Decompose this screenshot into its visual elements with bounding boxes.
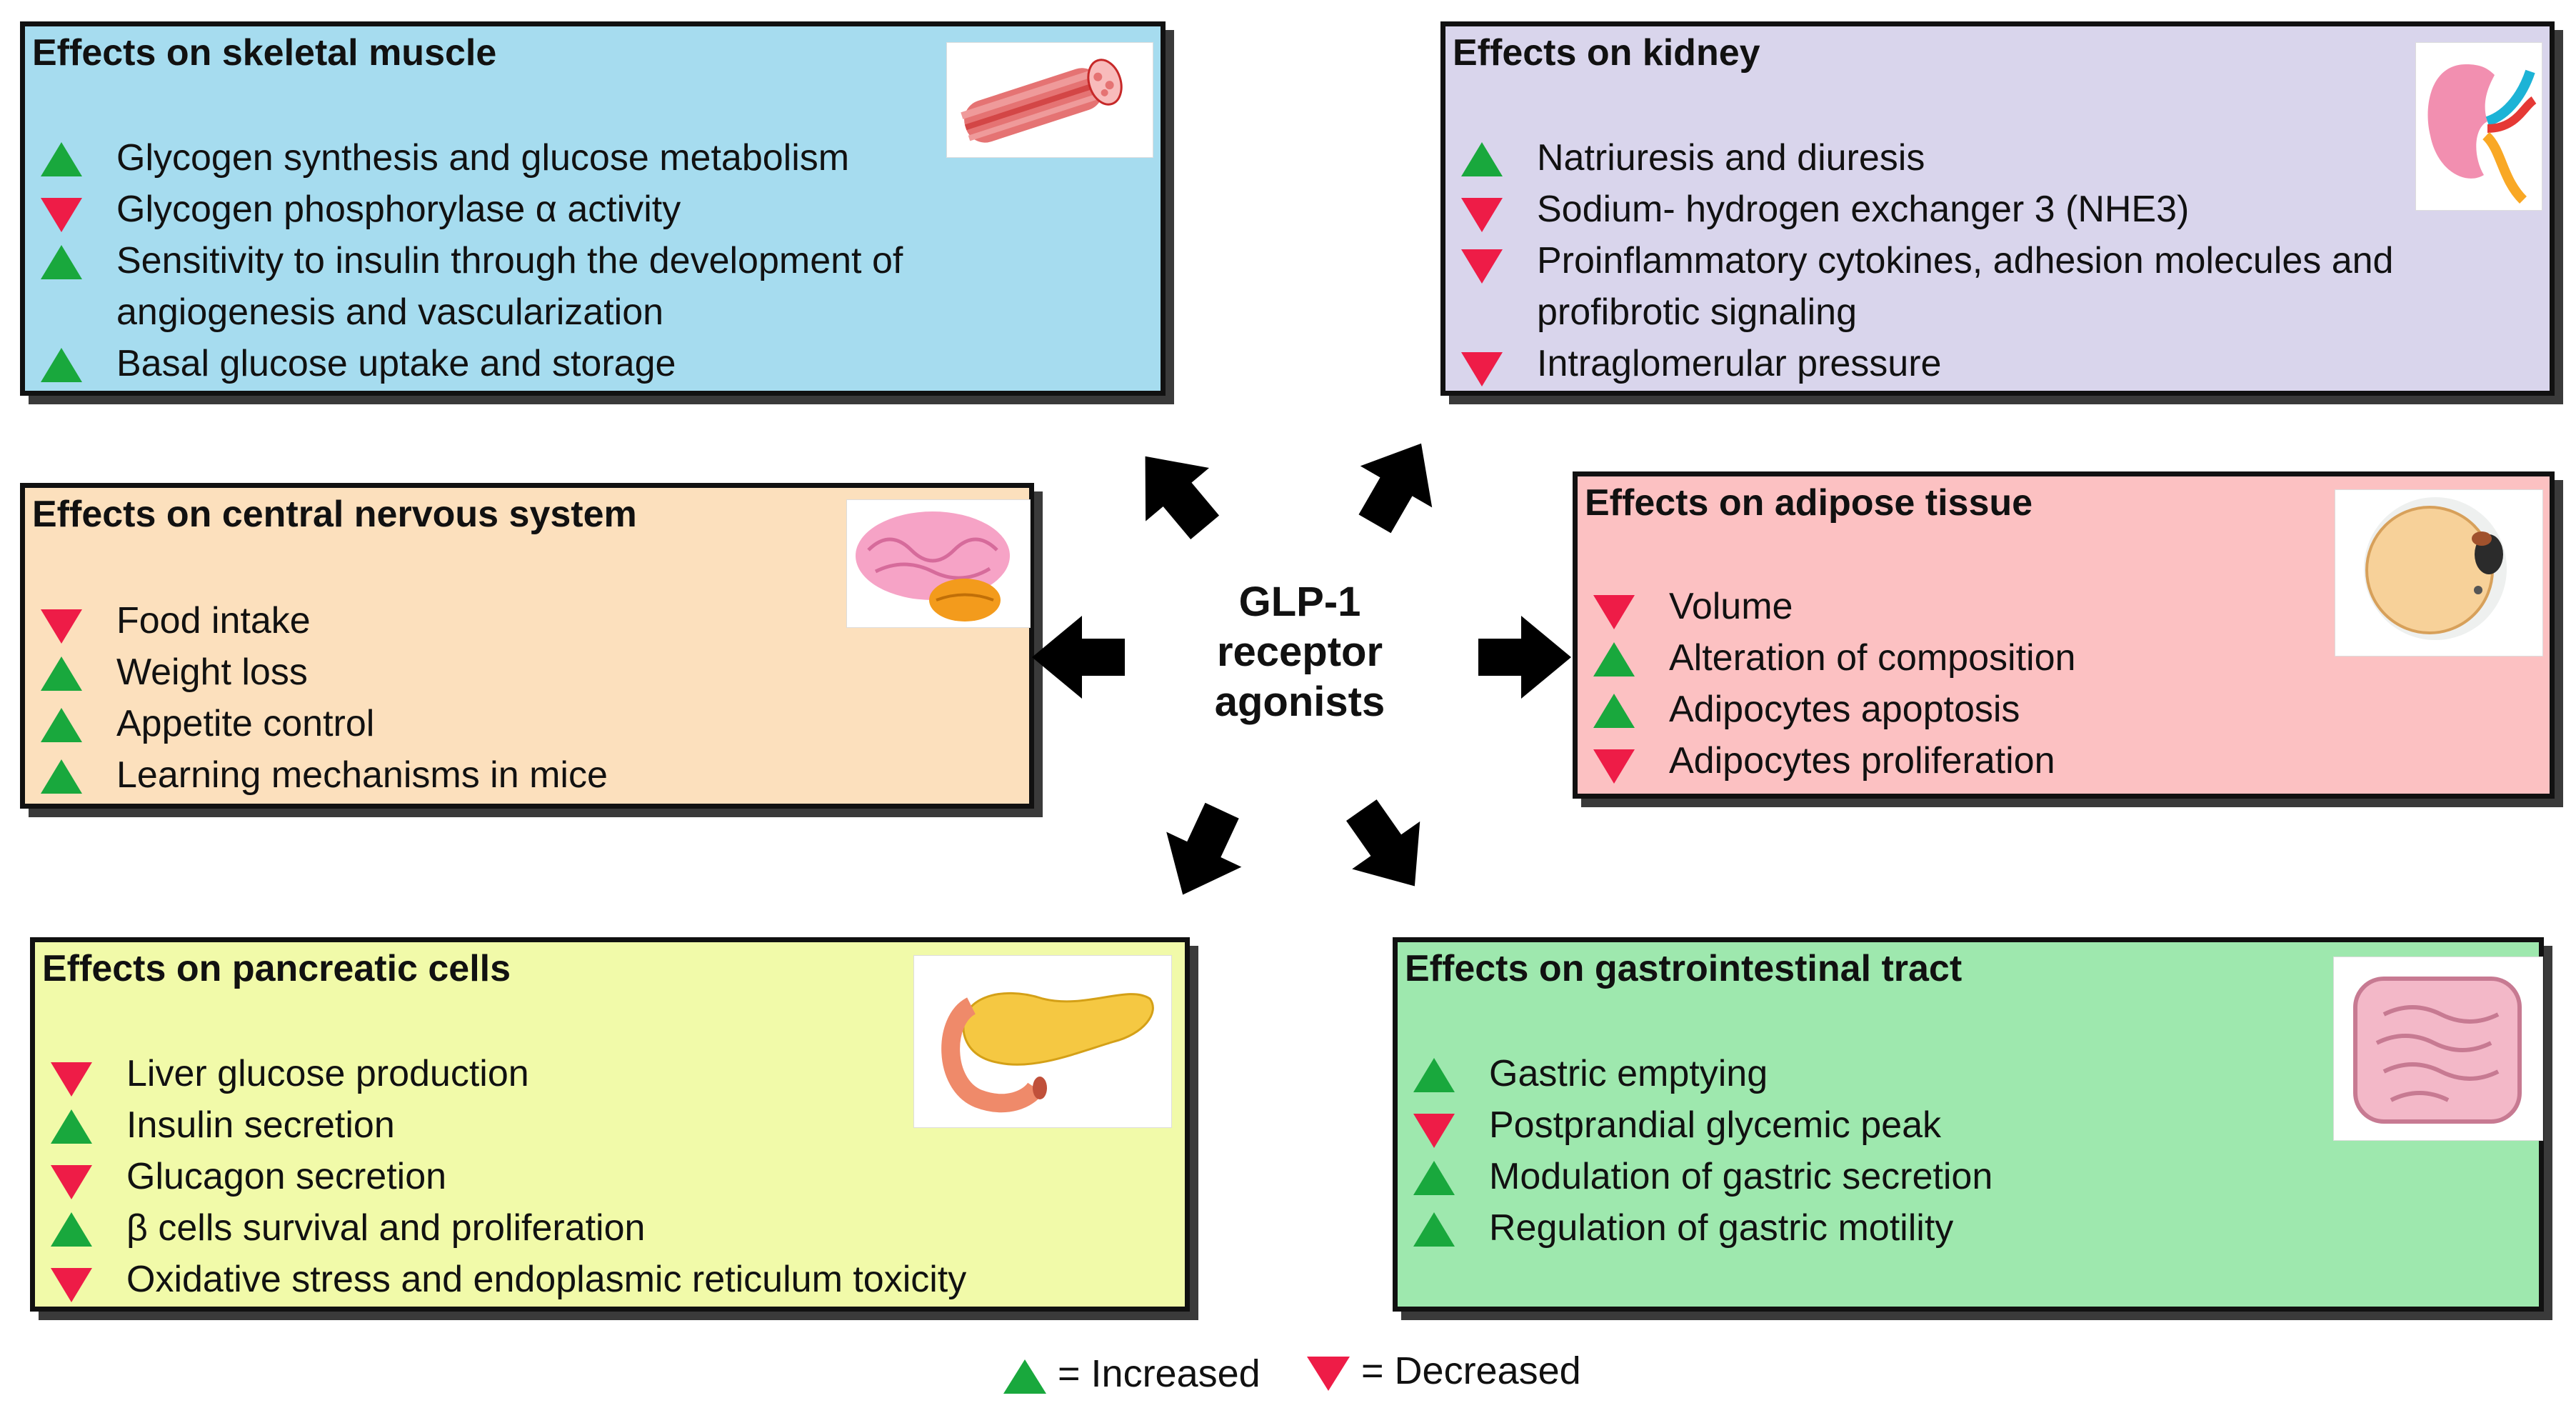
increase-marker-icon [41, 656, 82, 691]
effect-item: Adipocytes apoptosis [1578, 684, 2550, 735]
increase-marker-icon [1593, 694, 1635, 728]
increase-marker-icon [51, 1109, 92, 1144]
center-line: GLP-1 [1238, 579, 1361, 625]
arrow-to-skeletal-icon [1113, 429, 1237, 554]
kidney-panel: Effects on kidney Natriuresis and diures… [1440, 21, 2555, 396]
decrease-marker-icon [1413, 1114, 1455, 1148]
panel-title: Effects on pancreatic cells [42, 948, 511, 989]
glp1-center-label: GLP-1 receptor agonists [1157, 577, 1443, 727]
decrease-marker-icon [1461, 198, 1503, 232]
effect-item: Learning mechanisms in mice [25, 749, 1029, 801]
decrease-marker-icon [1593, 749, 1635, 784]
decrease-marker-icon [1461, 352, 1503, 386]
muscle-fiber-icon [946, 42, 1153, 158]
effect-item: Appetite control [25, 698, 1029, 749]
skeletal-muscle-panel: Effects on skeletal muscle Glycogen synt… [20, 21, 1166, 396]
increase-marker-icon [51, 1212, 92, 1247]
increase-marker-icon [1003, 1359, 1046, 1394]
adipocyte-icon [2335, 489, 2543, 656]
effect-item: Intraglomerular pressure [1445, 338, 2550, 389]
effect-item: Glycogen synthesis and glucose metabolis… [25, 132, 1161, 184]
brain-icon [846, 499, 1031, 628]
cns-effects-list: Food intake Weight loss Appetite control… [25, 595, 1029, 801]
effect-item: Postprandial glycemic peak [1398, 1099, 2539, 1151]
effect-item: Natriuresis and diuresis [1445, 132, 2550, 184]
effect-item: Sensitivity to insulin through the devel… [25, 235, 1161, 338]
adipose-tissue-panel: Effects on adipose tissue Volume Alterat… [1573, 471, 2555, 799]
effect-item: Alteration of composition [1578, 632, 2550, 684]
arrow-to-adipose-icon [1478, 616, 1571, 699]
decrease-marker-icon [41, 609, 82, 644]
effect-item: Glycogen phosphorylase α activity [25, 184, 1161, 235]
arrow-to-cns-icon [1032, 616, 1125, 699]
increase-marker-icon [1593, 642, 1635, 676]
decrease-marker-icon [51, 1268, 92, 1302]
effect-item: Adipocytes proliferation [1578, 735, 2550, 787]
legend-increased: = Increased [1003, 1350, 1261, 1397]
kidney-effects-list: Natriuresis and diuresis Sodium- hydroge… [1445, 132, 2550, 389]
increase-marker-icon [1413, 1058, 1455, 1092]
center-line: receptor [1216, 629, 1383, 675]
effect-item: Sodium- hydrogen exchanger 3 (NHE3) [1445, 184, 2550, 235]
decrease-marker-icon [51, 1165, 92, 1199]
effect-item: Proinflammatory cytokines, adhesion mole… [1445, 235, 2550, 338]
arrow-to-pancreatic-icon [1145, 793, 1260, 913]
arrow-to-gi-icon [1327, 786, 1449, 910]
pancreas-icon [913, 955, 1172, 1128]
increase-marker-icon [1413, 1161, 1455, 1195]
legend-decreased: = Decreased [1307, 1347, 1581, 1394]
decrease-marker-icon [51, 1062, 92, 1097]
increase-marker-icon [1461, 142, 1503, 176]
effect-item: Liver glucose production [35, 1048, 1185, 1099]
panel-title: Effects on central nervous system [32, 494, 637, 535]
panel-title: Effects on skeletal muscle [32, 32, 497, 74]
decrease-marker-icon [1593, 595, 1635, 629]
decrease-marker-icon [1307, 1356, 1350, 1391]
effect-item: Glucagon secretion [35, 1151, 1185, 1202]
increase-marker-icon [41, 245, 82, 279]
effect-item: Volume [1578, 581, 2550, 632]
adipose-effects-list: Volume Alteration of composition Adipocy… [1578, 581, 2550, 787]
effect-item: Regulation of gastric motility [1398, 1202, 2539, 1254]
gastrointestinal-panel: Effects on gastrointestinal tract Gastri… [1393, 937, 2544, 1312]
effect-item: Oxidative stress and endoplasmic reticul… [35, 1254, 1185, 1305]
arrow-to-kidney-icon [1338, 422, 1458, 545]
increase-marker-icon [1413, 1212, 1455, 1247]
effect-item: Food intake [25, 595, 1029, 646]
panel-title: Effects on gastrointestinal tract [1405, 948, 1963, 989]
decrease-marker-icon [41, 198, 82, 232]
panel-title: Effects on kidney [1453, 32, 1760, 74]
effect-item: Insulin secretion [35, 1099, 1185, 1151]
cns-panel: Effects on central nervous system Food i… [20, 483, 1034, 809]
intestine-icon [2333, 957, 2543, 1141]
effect-item: Gastric emptying [1398, 1048, 2539, 1099]
pancreatic-cells-panel: Effects on pancreatic cells Liver glucos… [30, 937, 1190, 1312]
skeletal-effects-list: Glycogen synthesis and glucose metabolis… [25, 132, 1161, 389]
effect-item: Basal glucose uptake and storage [25, 338, 1161, 389]
panel-title: Effects on adipose tissue [1585, 482, 2033, 524]
increase-marker-icon [41, 759, 82, 794]
effect-item: Weight loss [25, 646, 1029, 698]
center-line: agonists [1214, 679, 1385, 725]
pancreatic-effects-list: Liver glucose production Insulin secreti… [35, 1048, 1185, 1305]
effect-item: β cells survival and proliferation [35, 1202, 1185, 1254]
increase-marker-icon [41, 348, 82, 382]
kidney-icon [2415, 42, 2542, 211]
increase-marker-icon [41, 142, 82, 176]
increase-marker-icon [41, 708, 82, 742]
effect-item: Modulation of gastric secretion [1398, 1151, 2539, 1202]
gi-effects-list: Gastric emptying Postprandial glycemic p… [1398, 1048, 2539, 1254]
decrease-marker-icon [1461, 249, 1503, 284]
